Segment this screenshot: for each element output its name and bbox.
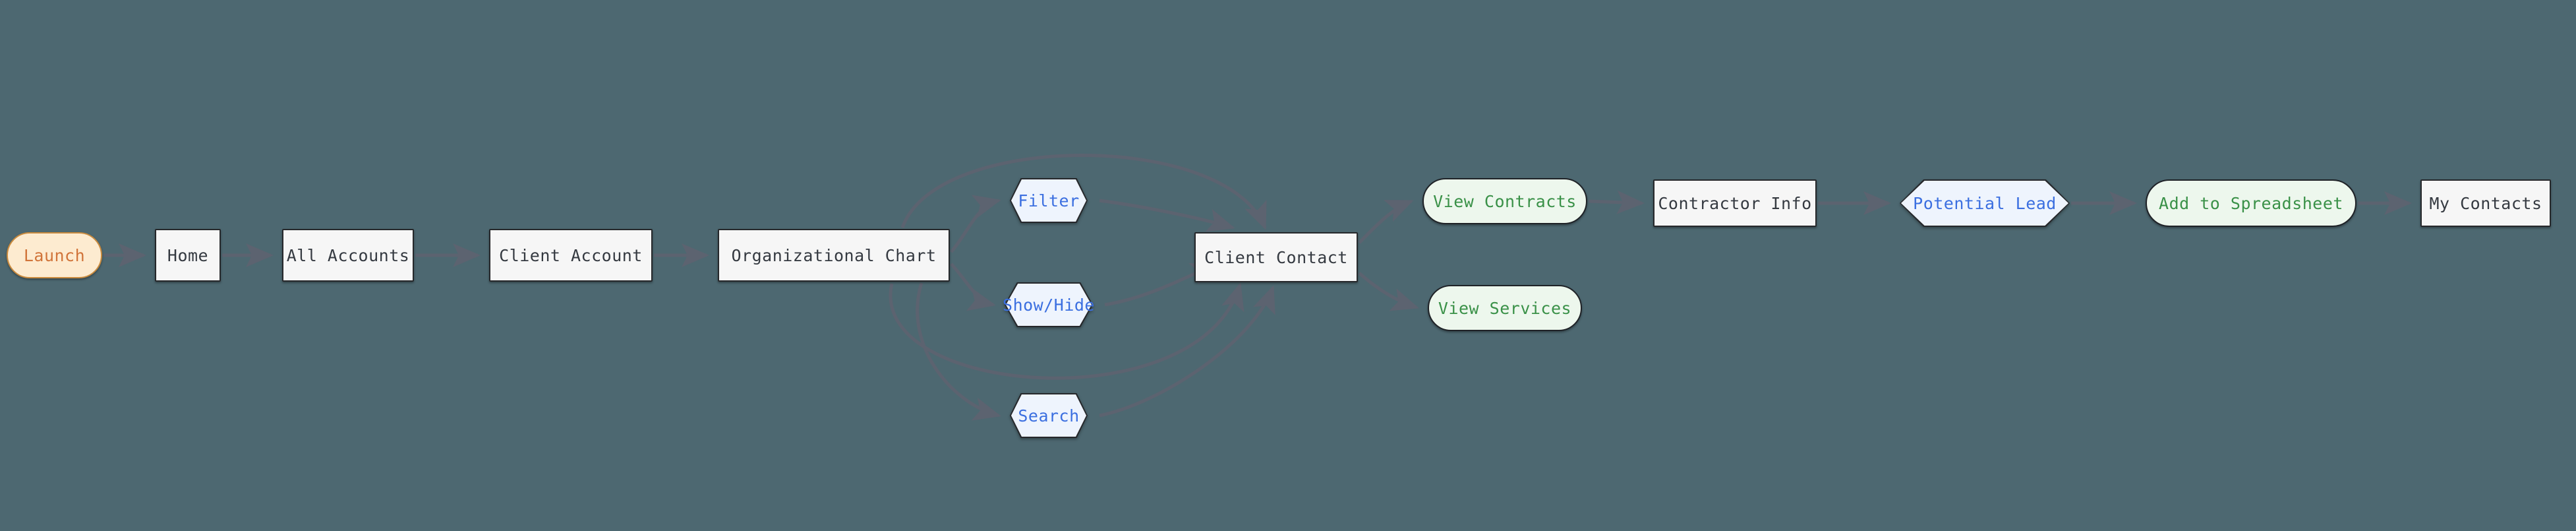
- hexagon-fill: [1006, 284, 1092, 326]
- node-label: All Accounts: [286, 245, 410, 265]
- node-label: View Services: [1438, 298, 1572, 318]
- node-label: Client Account: [499, 245, 643, 265]
- hexagon-fill: [1011, 394, 1086, 437]
- node-label: Show/Hide: [1003, 295, 1095, 315]
- edge-viewcontracts-contractorinfo: [1588, 190, 1645, 214]
- node-clientacct[interactable]: Client Account: [489, 229, 653, 282]
- node-search[interactable]: Search: [1010, 393, 1088, 438]
- edge-orgchart-showhide: [950, 263, 996, 311]
- node-label: Potential Lead: [1913, 193, 2057, 213]
- node-showhide[interactable]: Show/Hide: [1003, 282, 1095, 327]
- node-label: Organizational Chart: [731, 245, 937, 265]
- node-potlead[interactable]: Potential Lead: [1900, 179, 2070, 227]
- node-viewcontr[interactable]: View Contracts: [1422, 178, 1587, 224]
- node-allaccounts[interactable]: All Accounts: [282, 229, 414, 282]
- node-label: Contractor Info: [1658, 193, 1812, 213]
- node-filter[interactable]: Filter: [1010, 178, 1088, 223]
- node-label: Home: [167, 245, 209, 265]
- node-contrinfo[interactable]: Contractor Info: [1653, 179, 1817, 227]
- hexagon-fill: [1901, 181, 2068, 226]
- node-launch[interactable]: Launch: [7, 232, 102, 278]
- node-label: My Contacts: [2429, 193, 2542, 213]
- node-label: Launch: [23, 245, 86, 265]
- edge-orgchart-filter: [950, 195, 1001, 253]
- edge-orgchart-search: [916, 282, 1001, 421]
- node-label: Client Contact: [1204, 247, 1348, 267]
- node-label: Search: [1018, 406, 1080, 425]
- hexagon-fill: [1011, 179, 1086, 222]
- node-viewserv[interactable]: View Services: [1428, 285, 1582, 331]
- node-orgchart[interactable]: Organizational Chart: [718, 229, 950, 282]
- edge-filter-clientcontact: [1099, 199, 1235, 232]
- node-label: View Contracts: [1433, 191, 1577, 211]
- edge-clientcontact-viewservices: [1358, 272, 1419, 311]
- node-label: Filter: [1018, 191, 1080, 210]
- node-mycontacts[interactable]: My Contacts: [2420, 179, 2551, 227]
- edge-search-clientcontact: [1099, 285, 1275, 418]
- edge-clientcontact-viewcontracts: [1358, 199, 1414, 244]
- node-label: Add to Spreadsheet: [2159, 193, 2343, 213]
- node-home[interactable]: Home: [155, 229, 221, 282]
- node-addsheet[interactable]: Add to Spreadsheet: [2146, 179, 2356, 227]
- node-clientcont[interactable]: Client Contact: [1194, 232, 1358, 282]
